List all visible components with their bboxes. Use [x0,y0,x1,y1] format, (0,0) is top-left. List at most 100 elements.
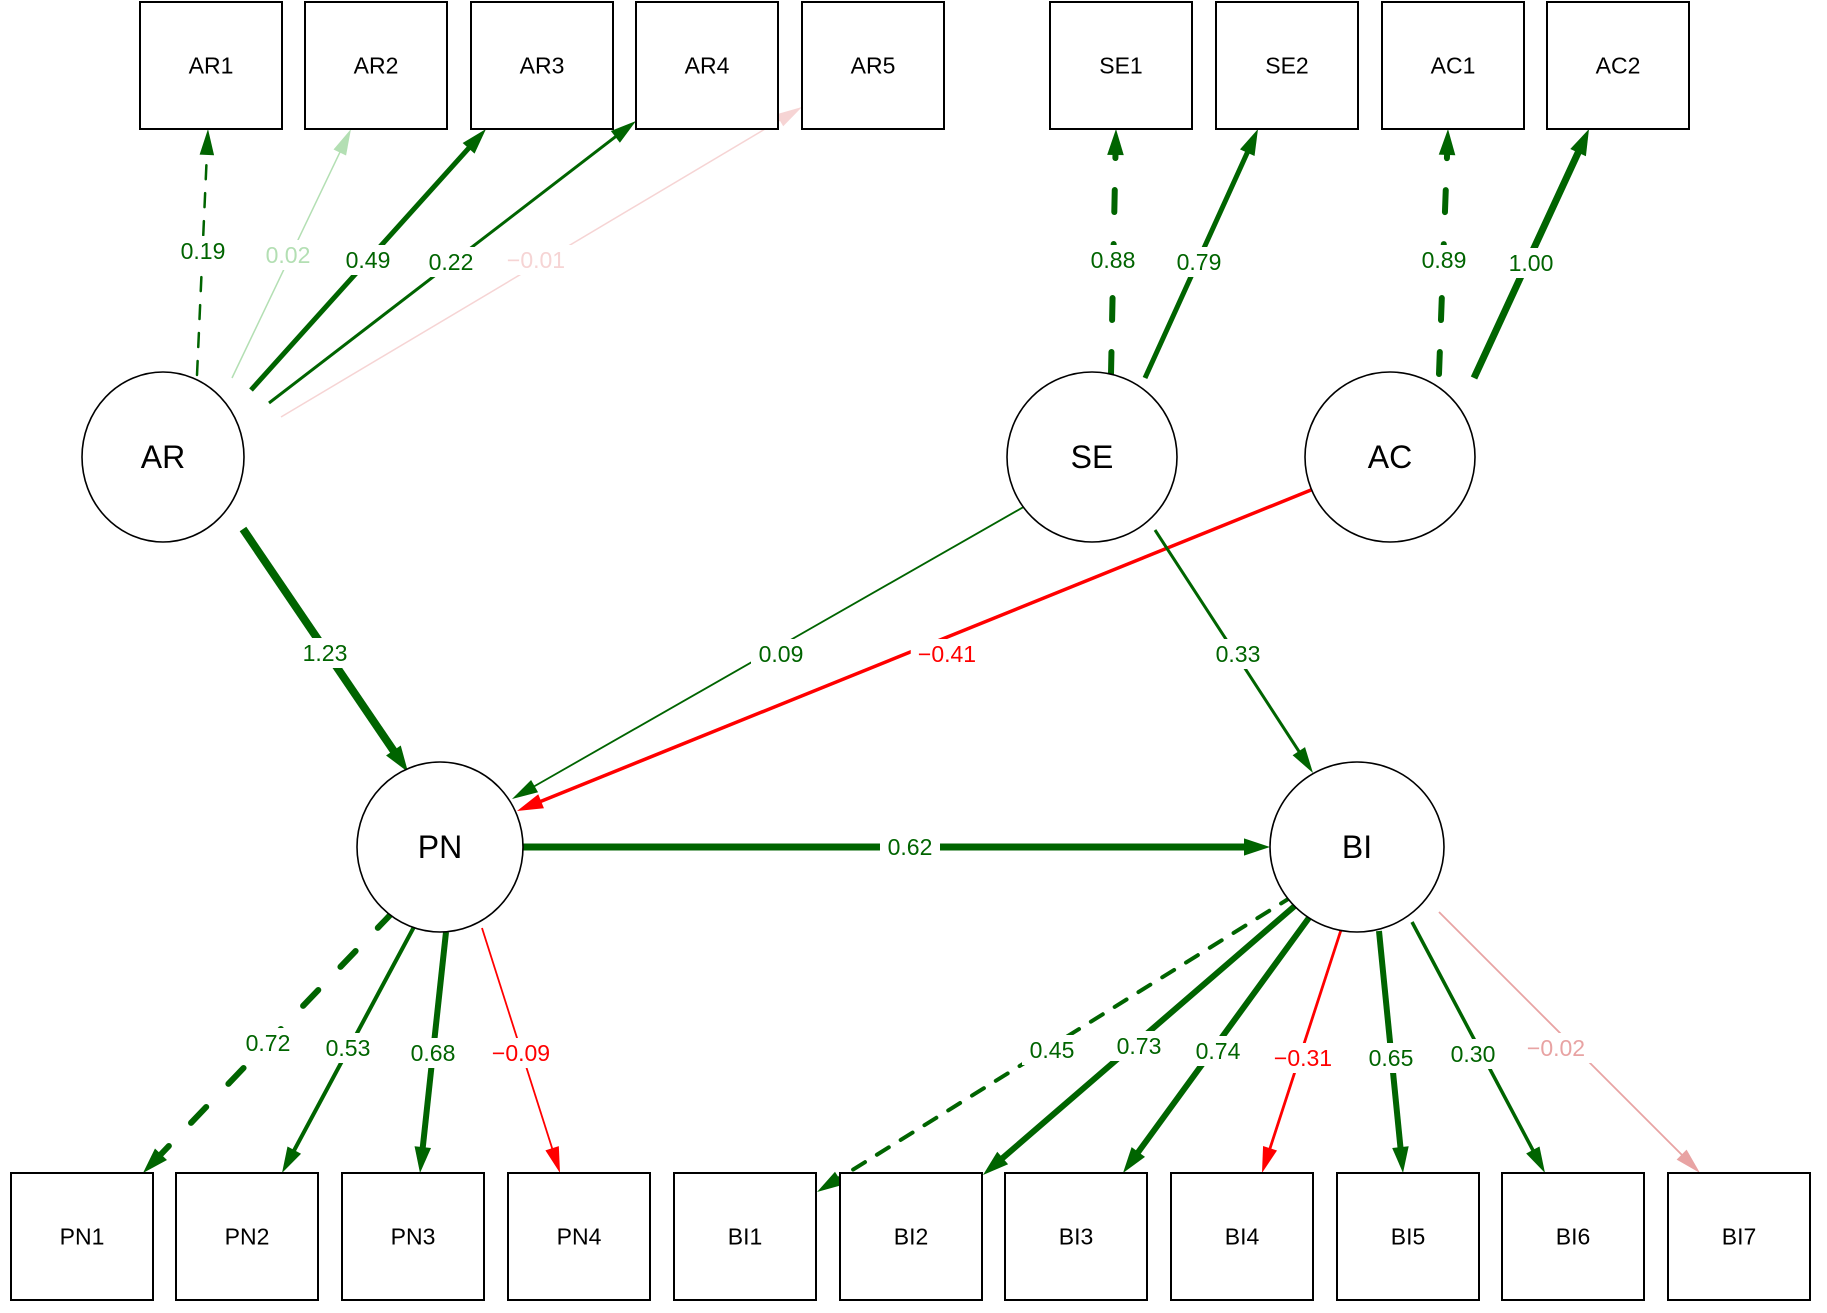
indicator-ac2: AC2 [1546,1,1690,130]
path-coefficient-label: 0.62 [880,832,940,862]
coefficient-text: −0.02 [1527,1035,1585,1061]
latent-label: AR [141,439,185,475]
indicator-box [341,1172,485,1301]
arrowhead-icon [386,745,408,772]
indicator-label: BI4 [1225,1224,1260,1250]
label-background [338,245,398,275]
indicator-box [1215,1,1359,130]
indicator-label: AC1 [1431,53,1476,79]
latent-label: BI [1342,829,1372,865]
indicator-pn3: PN3 [341,1172,485,1301]
arrowhead-icon [462,129,486,154]
indicator-ac1: AC1 [1381,1,1525,130]
path-coefficient-label: −0.02 [1519,1033,1593,1063]
indicator-box [304,1,448,130]
latent-ac: AC [1304,371,1476,543]
arrowhead-icon [1438,129,1456,156]
arrowhead-icon [282,1146,302,1173]
coefficient-text: 0.62 [888,834,933,860]
latent-pn: PN [356,761,524,933]
indicator-box [1336,1172,1480,1301]
path-line [835,894,1295,1182]
label-background [1519,1033,1593,1063]
indicator-label: BI6 [1556,1224,1591,1250]
label-background [751,639,811,669]
coefficient-text: 0.79 [1177,249,1222,275]
path-coefficient-label: 0.49 [338,245,398,275]
indicator-box [1546,1,1690,130]
path-line [1268,929,1343,1151]
arrowhead-icon [1239,129,1258,156]
path-coefficient-label: 0.09 [751,639,811,669]
arrowhead-icon [1107,129,1124,156]
latent-ellipse [81,371,245,543]
indicator-bi6: BI6 [1501,1172,1645,1301]
arrowhead-icon [983,1151,1009,1175]
path-coefficient-label: 0.89 [1414,245,1474,275]
coefficient-text: 0.53 [326,1035,371,1061]
label-background [173,236,233,266]
path-coefficient-label: 0.79 [1169,247,1229,277]
arrowhead-icon [1123,1147,1146,1173]
arrowhead-icon [1244,838,1270,856]
label-background [421,247,481,277]
path-coefficient-label: 0.30 [1443,1039,1503,1069]
indicator-label: PN2 [225,1224,270,1250]
arrowhead-icon [545,1146,560,1173]
coefficient-text: −0.09 [492,1040,550,1066]
label-background [1109,1031,1169,1061]
label-background [1361,1043,1421,1073]
label-background [1501,248,1561,278]
indicator-pn1: PN1 [10,1172,154,1301]
indicator-ar1: AR1 [139,1,283,130]
indicator-bi2: BI2 [839,1172,983,1301]
latent-ellipse [1006,371,1178,543]
latent-ellipse [1269,761,1445,933]
indicator-label: PN3 [391,1224,436,1250]
latent-ellipse [1304,371,1476,543]
indicator-se2: SE2 [1215,1,1359,130]
label-background [499,245,573,275]
path-coefficient-label: 1.00 [1501,248,1561,278]
label-background [484,1038,558,1068]
coefficient-text: 0.88 [1091,247,1136,273]
indicator-label: AC2 [1596,53,1641,79]
coefficient-text: 0.45 [1030,1037,1075,1063]
label-background [910,639,984,669]
arrowhead-icon [143,1148,167,1173]
indicator-label: SE1 [1099,53,1142,79]
indicator-label: AR5 [851,53,896,79]
path-coefficient-label: 0.19 [173,236,233,266]
latent-bi: BI [1269,761,1445,933]
indicator-label: BI7 [1722,1224,1757,1250]
latent-label: PN [418,829,462,865]
path-bi-bi1 [817,894,1295,1192]
label-background [1208,639,1268,669]
indicator-box [1049,1,1193,130]
latent-label: AC [1368,439,1412,475]
indicator-box [470,1,614,130]
indicator-box [139,1,283,130]
indicator-pn4: PN4 [507,1172,651,1301]
coefficient-text: 0.49 [346,247,391,273]
indicator-bi3: BI3 [1004,1172,1148,1301]
indicator-label: SE2 [1265,53,1308,79]
path-bi-bi5 [1376,930,1409,1173]
coefficient-text: 0.74 [1196,1038,1241,1064]
path-line [1376,930,1404,1150]
indicator-label: AR2 [354,53,399,79]
indicator-pn2: PN2 [175,1172,319,1301]
coefficient-text: 0.33 [1216,641,1261,667]
indicator-box [1004,1172,1148,1301]
indicator-box [1381,1,1525,130]
indicator-label: BI5 [1391,1224,1426,1250]
indicator-label: BI1 [728,1224,763,1250]
path-line [1134,913,1314,1156]
indicator-bi5: BI5 [1336,1172,1480,1301]
latent-se: SE [1006,371,1178,543]
path-bi-bi6 [1410,921,1545,1173]
indicator-box [801,1,945,130]
indicator-ar2: AR2 [304,1,448,130]
